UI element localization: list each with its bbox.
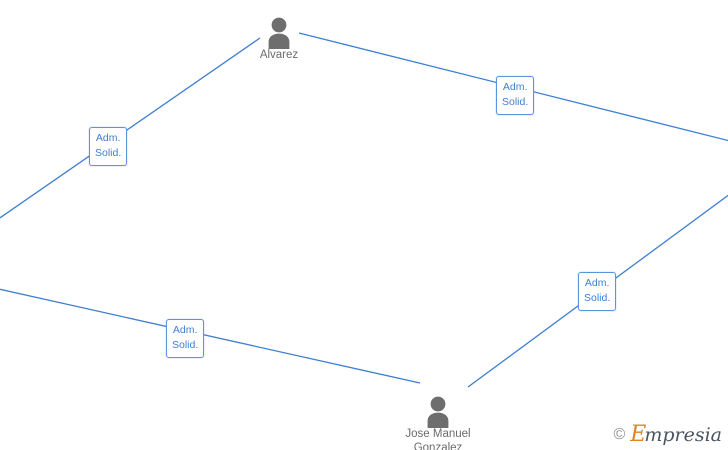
edge-label-adm-solid-right-top[interactable]: Adm. Solid. (496, 76, 535, 115)
edge-label-adm-solid-right-bottom[interactable]: Adm. Solid. (578, 272, 617, 311)
edge-bottom-to-left[interactable] (0, 288, 421, 384)
brand-initial: E (630, 422, 647, 447)
edge-label-adm-solid-left-top[interactable]: Adm. Solid. (89, 127, 128, 166)
edge-top-to-left[interactable] (0, 37, 261, 222)
brand-name: mpresia (644, 424, 722, 446)
person-node-bottom[interactable]: Jose Manuel Gonzalez (368, 394, 508, 450)
edge-label-adm-solid-left-bottom[interactable]: Adm. Solid. (166, 319, 205, 358)
person-avatar-icon (268, 17, 290, 49)
empresia-watermark: © Empresia (613, 424, 722, 446)
copyright-icon: © (613, 426, 626, 443)
edges-group (0, 32, 728, 388)
person-node-top-label: Alvarez (259, 49, 299, 61)
person-node-top[interactable]: Alvarez (209, 15, 349, 63)
person-node-bottom-label: Jose Manuel Gonzalez (405, 428, 471, 450)
person-avatar-icon (427, 396, 449, 428)
